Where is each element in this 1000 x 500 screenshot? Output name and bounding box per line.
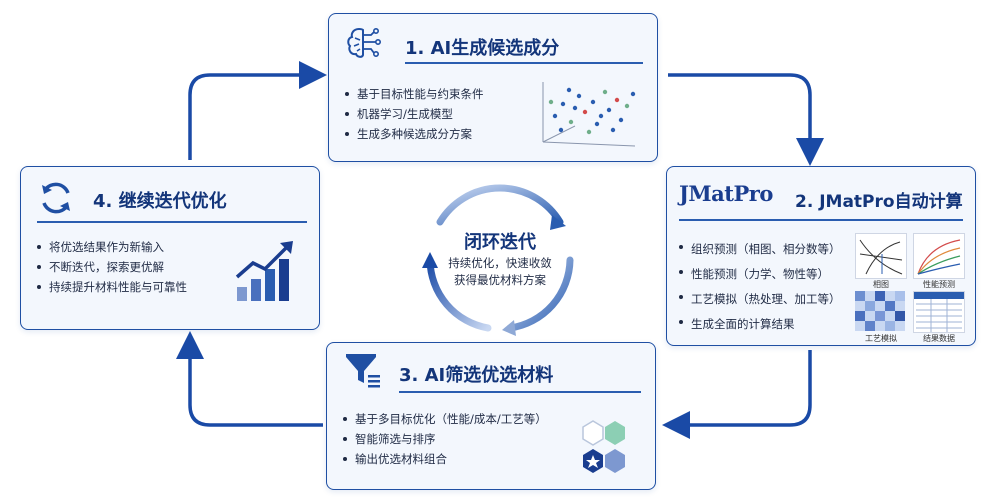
- list-item: 生成全面的计算结果: [679, 312, 841, 337]
- list-item: 组织预测（相图、相分数等）: [679, 237, 841, 262]
- process-simulation-thumbnail: [855, 291, 905, 331]
- card-screen-list: 基于多目标优化（性能/成本/工艺等） 智能筛选与排序 输出优选材料组合: [343, 409, 547, 469]
- card-generate-rule: [405, 62, 643, 64]
- figure-label-data: 结果数据: [923, 334, 955, 343]
- list-item: 基于目标性能与约束条件: [345, 84, 484, 104]
- card-compute-title: 2. JMatPro自动计算: [795, 192, 963, 212]
- center-line-2: 获得最优材料方案: [454, 273, 546, 287]
- arrow-4-to-1: [188, 61, 327, 160]
- arrow-3-to-4: [176, 331, 323, 427]
- center-title: 闭环迭代: [464, 232, 536, 253]
- arrow-1-to-2: [668, 73, 824, 166]
- card-screen: 3. AI筛选优选材料 基于多目标优化（性能/成本/工艺等） 智能筛选与排序 输…: [326, 342, 656, 490]
- refresh-cycle-icon: [42, 182, 70, 214]
- card-compute-rule: [679, 219, 963, 221]
- funnel-filter-icon: [346, 354, 380, 388]
- arrow-2-to-3: [662, 350, 812, 439]
- card-compute-list: 组织预测（相图、相分数等） 性能预测（力学、物性等） 工艺模拟（热处理、加工等）…: [679, 237, 841, 337]
- figure-label-process: 工艺模拟: [865, 334, 897, 343]
- card-iterate-rule: [37, 221, 307, 223]
- result-data-thumbnail: [913, 291, 965, 333]
- list-item: 不断迭代，探索更优解: [37, 257, 187, 277]
- list-item: 工艺模拟（热处理、加工等）: [679, 287, 841, 312]
- center-line-1: 持续优化，快速收敛: [448, 256, 552, 270]
- list-item: 生成多种候选成分方案: [345, 124, 484, 144]
- jmatpro-logo: JMatPro: [679, 181, 773, 206]
- card-iterate: 4. 继续迭代优化 将优选结果作为新输入 不断迭代，探索更优解 持续提升材料性能…: [20, 166, 320, 330]
- property-prediction-thumbnail: [913, 233, 965, 279]
- list-item: 性能预测（力学、物性等）: [679, 262, 841, 287]
- card-generate-list: 基于目标性能与约束条件 机器学习/生成模型 生成多种候选成分方案: [345, 84, 484, 144]
- list-item: 智能筛选与排序: [343, 429, 547, 449]
- card-iterate-list: 将优选结果作为新输入 不断迭代，探索更优解 持续提升材料性能与可靠性: [37, 237, 187, 297]
- center-cycle-ring: [422, 184, 574, 336]
- list-item: 基于多目标优化（性能/成本/工艺等）: [343, 409, 547, 429]
- card-screen-rule: [399, 391, 641, 393]
- card-generate: 1. AI生成候选成分 基于目标性能与约束条件 机器学习/生成模型 生成多种候选…: [328, 13, 658, 162]
- list-item: 持续提升材料性能与可靠性: [37, 277, 187, 297]
- figure-label-phase: 相图: [873, 280, 889, 289]
- scatter-3d-illustration: [542, 82, 636, 147]
- hexagon-cluster-illustration: [582, 420, 625, 473]
- list-item: 输出优选材料组合: [343, 449, 547, 469]
- list-item: 将优选结果作为新输入: [37, 237, 187, 257]
- brain-circuit-icon: [347, 27, 381, 58]
- growth-bar-chart-icon: [235, 241, 293, 301]
- card-screen-title: 3. AI筛选优选材料: [399, 365, 554, 386]
- list-item: 机器学习/生成模型: [345, 104, 484, 124]
- card-generate-title: 1. AI生成候选成分: [405, 38, 560, 59]
- card-iterate-title: 4. 继续迭代优化: [93, 191, 227, 212]
- card-compute: JMatPro 2. JMatPro自动计算 组织预测（相图、相分数等） 性能预…: [666, 166, 976, 346]
- phase-diagram-thumbnail: [855, 233, 907, 279]
- figure-label-property: 性能预测: [923, 280, 955, 289]
